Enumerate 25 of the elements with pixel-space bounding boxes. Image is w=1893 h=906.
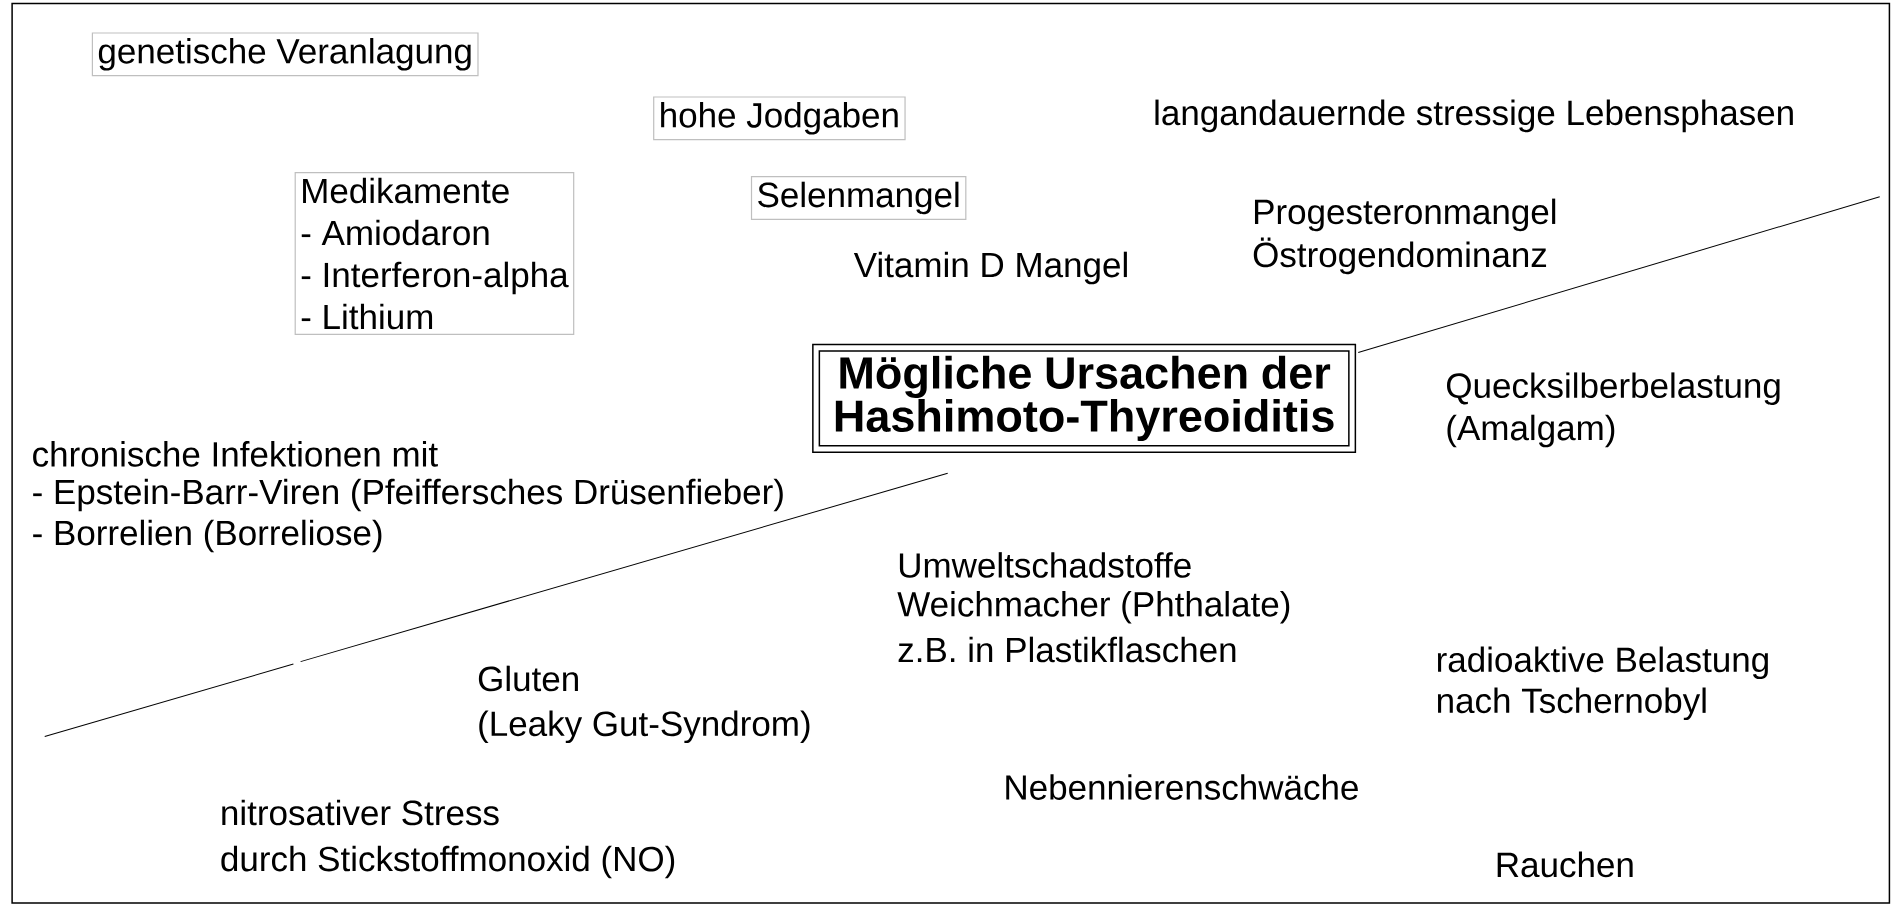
cause-text: Vitamin D Mangel xyxy=(853,251,1127,285)
cause-text: nach Tschernobyl xyxy=(1437,687,1706,721)
cause-text: - Borrelien (Borreliose) xyxy=(33,519,382,553)
cause-text: durch Stickstoffmonoxid (NO) xyxy=(221,845,675,879)
cause-text: Umweltschadstoffe xyxy=(899,552,1191,578)
cause-text: nitrosativer Stress xyxy=(222,799,499,826)
title-box: Mögliche Ursachen der Hashimoto-Thyreoiditis xyxy=(812,343,1357,453)
cause-text: Östrogendominanz xyxy=(1253,237,1547,275)
cause-text: Rauchen xyxy=(1497,851,1633,878)
cause-text: z.B. in Plastikflaschen xyxy=(898,636,1236,663)
cause-text: Nebennierenschwäche xyxy=(1006,774,1358,800)
cause-text: (Leaky Gut-Syndrom) xyxy=(479,710,810,744)
cause-text: Weichmacher (Phthalate) xyxy=(897,591,1290,624)
cause-text: (Amalgam) xyxy=(1447,414,1615,448)
cause-box: genetische Veranlagung xyxy=(91,32,479,77)
cause-text: - Epstein-Barr-Viren (Pfeiffersches Drüsenfieber) xyxy=(33,478,783,512)
cause-text: langandauernde stressige Lebensphasen xyxy=(1155,99,1793,133)
cause-text: Quecksilberbelastung xyxy=(1447,372,1780,405)
cause-text: Gluten xyxy=(478,665,578,692)
cause-box: Medikamente - Amiodaron - Interferon-alpha - Lithium xyxy=(294,172,575,335)
cause-box: hohe Jodgaben xyxy=(653,96,906,141)
cause-text: chronische Infektionen mit xyxy=(33,441,438,467)
cause-text: radioaktive Belastung xyxy=(1437,646,1768,680)
cause-box: Selenmangel xyxy=(750,176,967,220)
cause-text: Progesteronmangel xyxy=(1255,198,1556,232)
